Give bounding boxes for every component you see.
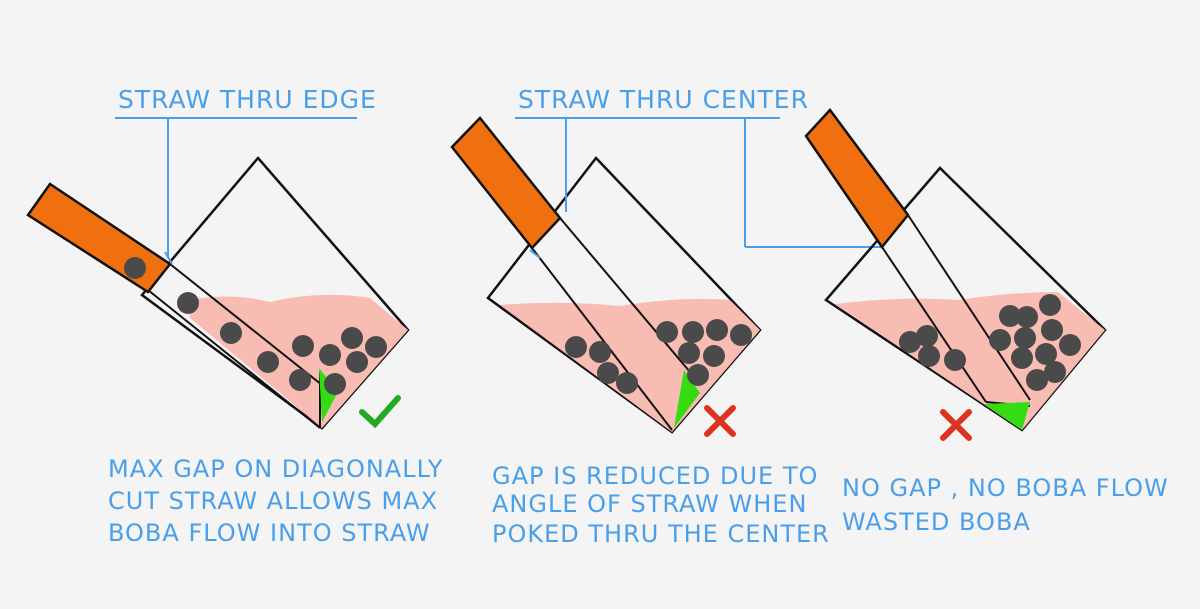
caption-1-line-1: MAX GAP ON DIAGONALLY [108, 455, 443, 483]
caption-1-line-3: BOBA FLOW INTO STRAW [108, 519, 431, 547]
straw-inside-2 [531, 217, 691, 431]
label-straw-thru-center: STRAW THRU CENTER [518, 85, 809, 114]
check-mark-1 [359, 395, 401, 429]
label-straw-thru-edge: STRAW THRU EDGE [118, 85, 377, 114]
cross-mark-2 [704, 405, 736, 437]
caption-1-line-2: CUT STRAW ALLOWS MAX [108, 487, 438, 515]
tea-2 [500, 298, 760, 432]
boba-in-straw-1 [124, 257, 146, 279]
gap-wedge-1 [319, 368, 338, 422]
tea-3 [835, 292, 1105, 430]
gap-wedge-3 [984, 402, 1030, 430]
caption-3-line-2: WASTED BOBA [842, 508, 1031, 536]
panel-no-gap: NO GAP , NO BOBA FLOW WASTED BOBA [804, 108, 1169, 536]
caption-2-line-1: GAP IS REDUCED DUE TO [492, 462, 818, 490]
panel-straw-thru-center: STRAW THRU CENTER GAP IS REDUCED DUE TO … [450, 85, 882, 548]
boba-pearls-2 [565, 319, 752, 394]
annotation-edge [115, 117, 357, 265]
caption-2-line-2: ANGLE OF STRAW WHEN [492, 490, 807, 518]
boba-pearls-3 [899, 294, 1081, 391]
annotation-center [515, 117, 882, 259]
straw-1 [26, 182, 172, 294]
caption-2-line-3: POKED THRU THE CENTER [492, 520, 830, 548]
boba-pearls-1 [177, 292, 387, 395]
straw-3 [804, 108, 910, 250]
straw-2 [450, 116, 562, 250]
tea-1 [190, 294, 408, 428]
panel-straw-thru-edge: STRAW THRU EDGE MAX GAP ON DIAGONALLY CU… [26, 85, 443, 547]
cross-mark-3 [940, 409, 972, 441]
caption-3-line-1: NO GAP , NO BOBA FLOW [842, 474, 1169, 502]
